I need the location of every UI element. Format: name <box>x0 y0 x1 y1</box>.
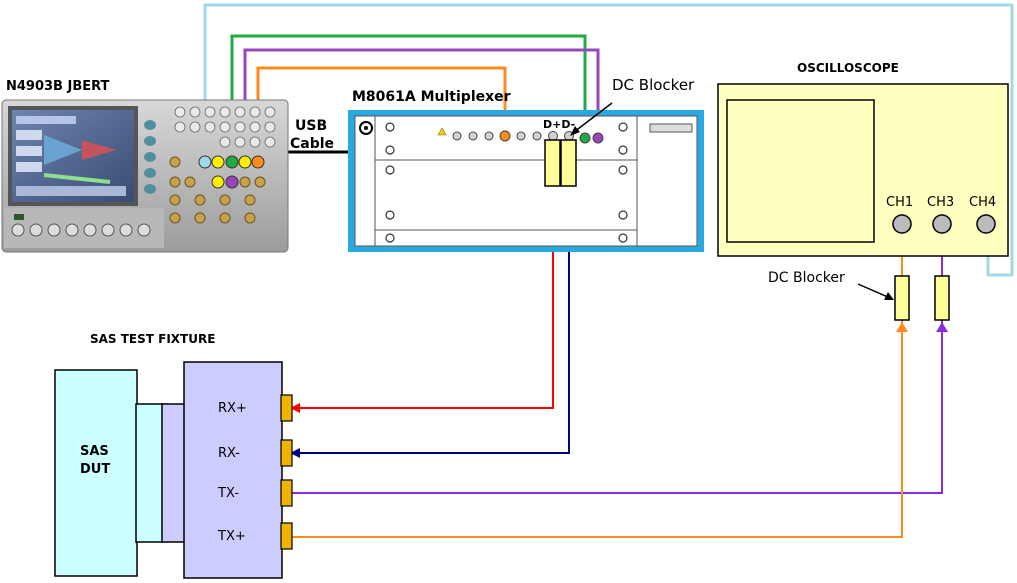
scope-ch4-connector <box>976 214 996 234</box>
cable-lightblue <box>203 3 1014 277</box>
scope-dc-blocker-ch1 <box>894 275 910 321</box>
fixture-port-label-txplus: TX+ <box>217 529 246 544</box>
fixture-port-label-txminus: TX- <box>217 486 239 501</box>
fixture-port-label-rxplus: RX+ <box>218 401 247 416</box>
fixture-label: SAS TEST FIXTURE <box>90 332 215 346</box>
scope-ch1-connector <box>892 214 912 234</box>
mux-port-orange <box>499 130 511 142</box>
usb-label-line2: Cable <box>290 136 334 152</box>
oscilloscope <box>717 83 1009 321</box>
oscilloscope-label: OSCILLOSCOPE <box>797 61 899 75</box>
usb-label-line1: USB <box>295 118 327 134</box>
fixture-port-txminus <box>280 479 293 507</box>
mux-warning-icon <box>437 127 447 136</box>
dc-blocker-pointer-mux <box>573 102 613 133</box>
scope-ch3-connector <box>932 214 952 234</box>
multiplexer-label: M8061A Multiplexer <box>352 89 511 105</box>
jbert-port-lightblue <box>198 155 212 169</box>
sas-test-fixture <box>54 361 293 579</box>
fixture-port-rxminus <box>280 439 293 467</box>
sas-dut-box <box>54 369 138 577</box>
arrowhead-rxplus <box>290 403 300 413</box>
cable-green <box>230 34 587 160</box>
fixture-port-txplus <box>280 522 293 550</box>
jbert-port-green <box>225 155 239 169</box>
scope-ch1-label: CH1 <box>886 195 913 210</box>
cable-violet <box>292 320 943 494</box>
multiplexer <box>348 102 704 252</box>
arrowhead-ch3 <box>936 322 948 332</box>
mux-dc-blocker-dplus <box>544 139 561 187</box>
jbert-instrument <box>1 99 289 253</box>
dc-blocker-pointer-scope <box>857 283 891 299</box>
fixture-port-label-rxminus: RX- <box>218 446 240 461</box>
mux-port-green <box>579 132 591 144</box>
dut-label-line1: SAS <box>80 444 109 459</box>
dut-label-line2: DUT <box>80 462 110 477</box>
mux-dc-blocker-dminus <box>560 139 577 187</box>
cables <box>203 3 1014 538</box>
arrowhead-ch1 <box>896 322 908 332</box>
jbert-port-yellow-3 <box>211 175 225 189</box>
fixture-board <box>183 361 283 579</box>
jbert-port-yellow-1 <box>211 155 225 169</box>
jbert-label: N4903B JBERT <box>6 79 110 94</box>
cable-red <box>298 185 554 409</box>
cable-navy <box>298 185 570 454</box>
fixture-port-rxplus <box>280 394 293 422</box>
scope-ch3-label: CH3 <box>927 195 954 210</box>
labels: N4903B JBERT M8061A Multiplexer DC Block… <box>6 61 996 544</box>
dplus-dminus-label: D+D- <box>543 118 575 131</box>
jbert-port-orange <box>251 155 265 169</box>
jbert-port-purple <box>225 175 239 189</box>
scope-screen <box>726 99 875 243</box>
arrowhead-rxminus <box>290 448 300 458</box>
jbert-port-yellow-2 <box>238 155 252 169</box>
scope-ch4-label: CH4 <box>969 195 996 210</box>
dc-blocker-mux-label: DC Blocker <box>612 76 695 94</box>
scope-dc-blocker-ch3 <box>934 275 950 321</box>
dc-blocker-scope-label: DC Blocker <box>768 270 845 286</box>
cable-orange-txplus <box>292 320 903 538</box>
mux-port-purple <box>592 132 604 144</box>
